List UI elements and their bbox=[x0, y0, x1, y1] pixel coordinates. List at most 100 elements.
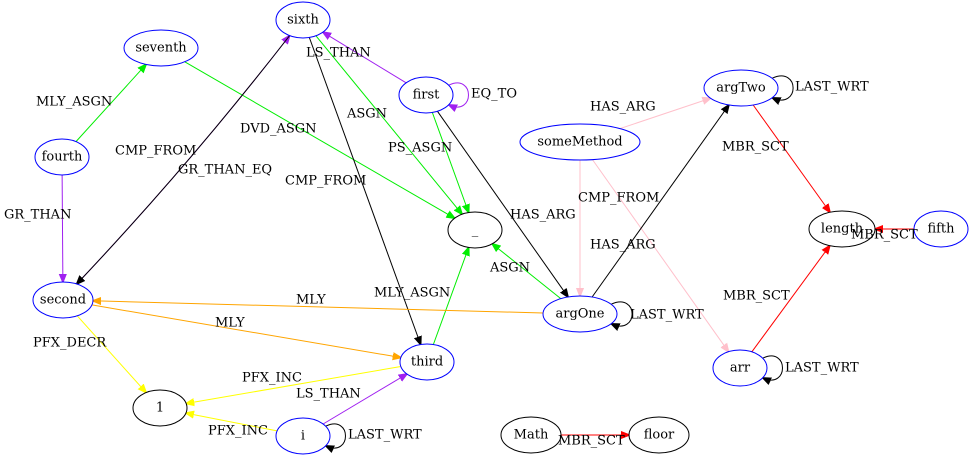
edge-label-someMethod-to-argOne: CMP_FROM bbox=[578, 191, 659, 206]
edge-sixth-to-third bbox=[308, 37, 420, 344]
node-floor[interactable]: floor bbox=[628, 416, 690, 454]
node-second[interactable]: second bbox=[32, 281, 94, 319]
node-one-label: 1 bbox=[156, 401, 164, 416]
node-seventh-label: seventh bbox=[135, 41, 187, 56]
edge-sixth-to-second bbox=[77, 35, 290, 284]
edge-first-to-sixth bbox=[323, 32, 407, 84]
node-fifth-label: fifth bbox=[927, 222, 955, 237]
node-fourth-shape bbox=[34, 138, 90, 176]
node-argTwo-label: argTwo bbox=[716, 81, 766, 96]
edge-label-arr-to-length: MBR_SCT bbox=[723, 289, 790, 304]
node-arr[interactable]: arr bbox=[712, 349, 768, 387]
edge-label-second-to-sixth: CMP_FROM bbox=[115, 144, 196, 159]
node-third-label: third bbox=[411, 355, 443, 370]
node-underscore[interactable]: _ bbox=[447, 211, 503, 249]
node-i-shape bbox=[275, 417, 331, 455]
edge-label-third-to-underscore: MLY_ASGN bbox=[374, 286, 450, 301]
node-someMethod[interactable]: someMethod bbox=[519, 123, 641, 161]
edge-second-to-third bbox=[91, 304, 401, 358]
node-second-label: second bbox=[40, 293, 86, 308]
edge-label-argOne-to-underscore: ASGN bbox=[489, 261, 530, 276]
node-length-label: length bbox=[821, 222, 864, 237]
edge-labels-layer: MLY_ASGNDVD_ASGNGR_THANCMP_FROMGR_THAN_E… bbox=[4, 46, 918, 449]
edge-label-i-to-i: LAST_WRT bbox=[348, 428, 422, 443]
edge-label-first-to-first: EQ_TO bbox=[471, 87, 517, 102]
edge-second-to-one bbox=[76, 315, 146, 393]
edge-label-fifth-to-length: MBR_SCT bbox=[851, 228, 918, 243]
node-seventh[interactable]: seventh bbox=[123, 29, 199, 67]
edge-fourth-to-seventh bbox=[75, 64, 146, 142]
edge-label-second-to-one: PFX_DECR bbox=[33, 336, 107, 351]
edge-i-to-third bbox=[322, 374, 407, 425]
edge-argTwo-to-length bbox=[752, 104, 830, 212]
edge-argOne-to-argTwo bbox=[591, 105, 729, 298]
edges-layer bbox=[62, 32, 914, 448]
edge-argOne-to-underscore bbox=[492, 244, 562, 300]
edge-someMethod-to-arr bbox=[592, 159, 728, 352]
edge-label-seventh-to-underscore: DVD_ASGN bbox=[240, 122, 317, 137]
edge-third-to-one bbox=[186, 366, 401, 404]
nodes-layer: sixth seventh first argTwo someMethod fourth _… bbox=[32, 1, 969, 455]
node-one[interactable]: 1 bbox=[132, 389, 188, 427]
edge-label-fourth-to-seventh: MLY_ASGN bbox=[36, 95, 112, 110]
node-someMethod-shape bbox=[519, 123, 641, 161]
node-argTwo[interactable]: argTwo bbox=[703, 69, 779, 107]
node-length[interactable]: length bbox=[808, 210, 876, 248]
edge-label-i-to-one: PFX_INC bbox=[208, 424, 268, 439]
node-i[interactable]: i bbox=[275, 417, 331, 455]
edge-label-someMethod-to-arr: HAS_ARG bbox=[590, 238, 656, 253]
edge-fourth-to-second bbox=[62, 174, 63, 282]
edge-third-to-underscore bbox=[432, 247, 468, 345]
node-Math[interactable]: Math bbox=[500, 416, 562, 454]
node-fifth[interactable]: fifth bbox=[913, 210, 969, 248]
edge-sixth-to-underscore bbox=[315, 35, 462, 214]
edge-first-to-first bbox=[449, 82, 469, 107]
edge-second-to-sixth bbox=[76, 36, 290, 285]
edge-label-argTwo-to-argTwo: LAST_WRT bbox=[795, 80, 869, 95]
edge-first-to-underscore bbox=[431, 112, 468, 212]
node-length-shape bbox=[808, 210, 876, 248]
edge-label-sixth-to-third: CMP_FROM bbox=[285, 174, 366, 189]
edge-label-arr-to-arr: LAST_WRT bbox=[785, 361, 859, 376]
node-fifth-shape bbox=[913, 210, 969, 248]
node-sixth-shape bbox=[275, 1, 331, 39]
edge-argTwo-to-argTwo bbox=[772, 75, 794, 100]
edge-label-argTwo-to-length: MBR_SCT bbox=[722, 140, 789, 155]
node-someMethod-label: someMethod bbox=[537, 135, 622, 150]
edge-i-to-i bbox=[326, 423, 346, 448]
node-fourth-label: fourth bbox=[42, 150, 83, 165]
edge-arr-to-length bbox=[751, 246, 830, 353]
edge-first-to-argOne bbox=[437, 111, 568, 297]
edge-label-first-to-argOne: HAS_ARG bbox=[510, 208, 576, 223]
edge-label-argOne-to-second: MLY bbox=[296, 293, 326, 308]
node-second-shape bbox=[32, 281, 94, 319]
edge-argOne-to-argOne bbox=[611, 301, 633, 326]
node-argOne-shape bbox=[542, 295, 618, 333]
edge-seventh-to-underscore bbox=[184, 61, 455, 218]
node-seventh-shape bbox=[123, 29, 199, 67]
edge-label-first-to-sixth: LS_THAN bbox=[306, 46, 371, 61]
edge-label-third-to-one: PFX_INC bbox=[242, 371, 302, 386]
node-first[interactable]: first bbox=[398, 76, 454, 114]
node-third[interactable]: third bbox=[399, 343, 455, 381]
node-floor-shape bbox=[628, 416, 690, 454]
node-sixth[interactable]: sixth bbox=[275, 1, 331, 39]
node-first-label: first bbox=[413, 88, 441, 103]
edge-label-second-to-third: MLY bbox=[215, 316, 245, 331]
node-argOne[interactable]: argOne bbox=[542, 295, 618, 333]
edge-i-to-one bbox=[186, 413, 278, 432]
node-arr-label: arr bbox=[730, 361, 751, 376]
edge-label-someMethod-to-argTwo: HAS_ARG bbox=[590, 100, 656, 115]
edge-label-argOne-to-argOne: LAST_WRT bbox=[630, 308, 704, 323]
node-argTwo-shape bbox=[703, 69, 779, 107]
edge-label-Math-to-floor: MBR_SCT bbox=[558, 434, 625, 449]
node-fourth[interactable]: fourth bbox=[34, 138, 90, 176]
edge-argOne-to-second bbox=[93, 301, 544, 314]
node-third-shape bbox=[399, 343, 455, 381]
node-Math-label: Math bbox=[514, 428, 549, 443]
node-arr-shape bbox=[712, 349, 768, 387]
edge-arr-to-arr bbox=[763, 355, 783, 380]
node-sixth-label: sixth bbox=[287, 13, 319, 28]
node-one-shape bbox=[132, 389, 188, 427]
